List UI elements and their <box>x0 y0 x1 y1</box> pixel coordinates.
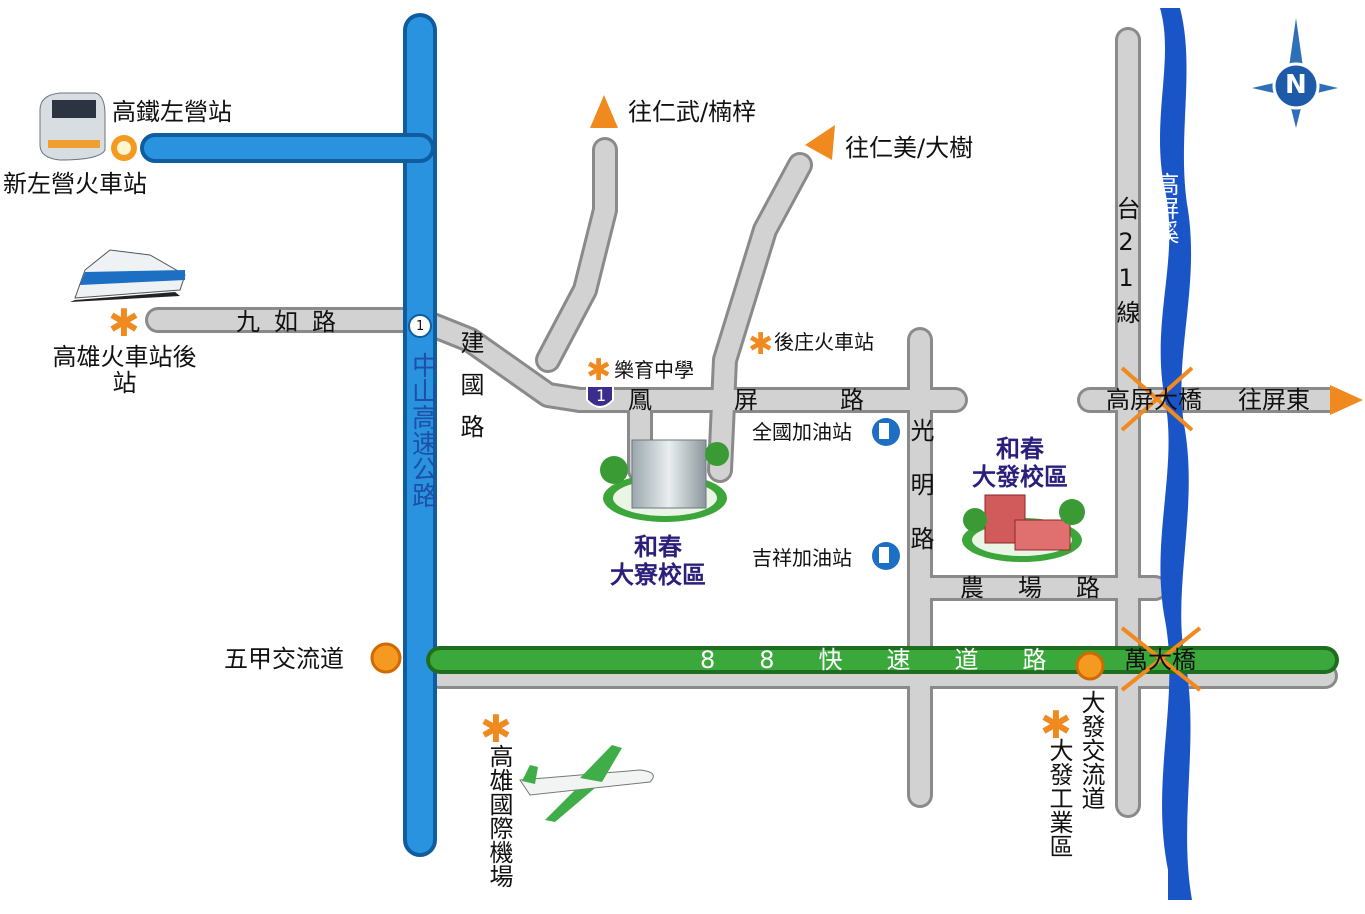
river <box>1160 8 1192 900</box>
expressway-name: 88快速道路 <box>700 646 1091 674</box>
arrow-pingtung-icon <box>1330 385 1363 415</box>
direction-renmei: 往仁美/大樹 <box>845 134 974 162</box>
airplane-icon <box>519 745 654 822</box>
road-guangming: 光明路 <box>906 418 934 580</box>
road-fengping: 鳳屏路 <box>628 386 946 414</box>
road-jianguo: 建國路 <box>456 330 484 456</box>
hsr-train-icon <box>39 92 106 161</box>
campus-daliao-line1: 和春 <box>634 533 682 561</box>
river-name: 高屏溪 <box>1151 172 1179 244</box>
airport-label: 高雄國際機場 <box>485 744 513 888</box>
dafa-industrial-star-icon: ✱ <box>1040 703 1072 747</box>
freeway-exit-number: 1 <box>416 319 425 334</box>
houzhuang-star-icon: ✱ <box>748 327 774 362</box>
yueyu-school-label: 樂育中學 <box>614 358 694 382</box>
kaohsiung-station-label: 高雄火車站後站 <box>52 343 197 398</box>
campus-dafa-label: 和春 大發校區 <box>972 435 1068 491</box>
freeway-exit-badge <box>408 314 432 338</box>
campus-daliao-label: 和春 大寮校區 <box>610 533 706 589</box>
road-jiuru: 九如路 <box>236 308 350 336</box>
dafa-industrial-label: 大發工業區 <box>1045 738 1073 858</box>
route1-shield <box>586 385 614 408</box>
quanguo-gas-label: 全國加油站 <box>752 420 852 444</box>
compass-icon <box>1252 18 1338 128</box>
wujia-interchange-label: 五甲交流道 <box>224 645 344 673</box>
gas-station-icon <box>872 418 900 446</box>
campus-daliao-line2: 大寮校區 <box>610 560 706 589</box>
wanda-bridge-label: 萬大橋 <box>1124 646 1196 674</box>
route1-badge: 1 <box>596 386 607 405</box>
dafa-interchange-icon <box>1075 651 1105 681</box>
zhongshan-freeway <box>140 13 437 857</box>
campus-dafa-line1: 和春 <box>996 435 1044 463</box>
freeway-name: 中山高速公路 <box>407 352 438 508</box>
campus-dafa-line2: 大發校區 <box>972 462 1068 491</box>
houzhuang-station-label: 後庄火車站 <box>774 330 874 354</box>
direction-renwu: 往仁武/楠梓 <box>628 98 757 126</box>
gas-station-icon <box>872 542 900 570</box>
airport-star-icon: ✱ <box>480 707 512 751</box>
campus-daliao-illustration <box>600 439 729 522</box>
school-star-icon: ✱ <box>586 353 612 388</box>
xinzuoying-station-label: 新左營火車站 <box>3 170 147 198</box>
wujia-interchange-icon <box>370 642 402 674</box>
road-nongchang: 農場路 <box>960 574 1134 602</box>
jixiang-gas-label: 吉祥加油站 <box>752 546 852 570</box>
gaoping-bridge-label: 高屏大橋 <box>1106 386 1202 414</box>
bridge-marks <box>1120 366 1202 692</box>
hsr-station-label: 高鐵左營站 <box>112 98 232 126</box>
kaohsiung-station-star-icon: ✱ <box>108 301 140 345</box>
direction-pingtung: 往屏東 <box>1238 386 1310 414</box>
arrow-renmei-icon <box>805 125 835 160</box>
compass-letter: N <box>1285 70 1307 100</box>
station-sun-icon <box>111 135 137 161</box>
road-tai21: 台21線 <box>1112 196 1140 332</box>
train-icon <box>70 249 186 302</box>
arrow-renwu-icon <box>590 95 618 128</box>
campus-dafa-illustration <box>962 494 1085 562</box>
dafa-interchange-label: 大發交流道 <box>1077 690 1105 810</box>
